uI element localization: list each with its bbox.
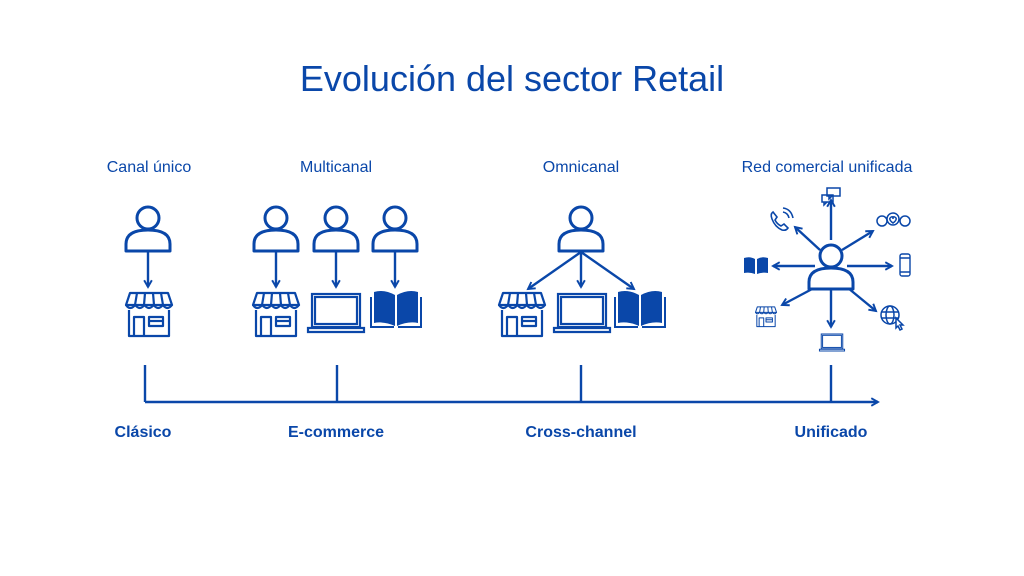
arrow	[526, 251, 582, 291]
stage-label-canal-unico: Canal único	[106, 159, 192, 176]
laptop-icon	[818, 333, 846, 352]
store-icon	[124, 291, 174, 338]
store-icon	[497, 291, 547, 338]
stage-canal-unico	[124, 205, 174, 338]
stage-label-multicanal: Multicanal	[299, 159, 373, 176]
laptop-icon	[306, 292, 366, 334]
laptop-icon	[552, 292, 612, 334]
chat-icon	[821, 187, 841, 207]
stage-label-red-unificada: Red comercial unificada	[741, 159, 913, 176]
page-title: Evolución del sector Retail	[299, 58, 725, 99]
phone-icon	[770, 207, 794, 232]
stage-omnicanal	[497, 205, 666, 338]
person-icon	[371, 205, 419, 253]
era-label-unificado: Unificado	[794, 424, 868, 441]
stage-multicanal	[251, 205, 422, 338]
social-icon	[876, 212, 911, 227]
person-icon	[124, 205, 172, 253]
person-icon	[312, 205, 360, 253]
mobile-icon	[899, 253, 911, 277]
stage-label-omnicanal: Omnicanal	[542, 159, 620, 176]
arrow	[780, 286, 815, 307]
book-icon	[614, 290, 666, 328]
arrow	[580, 251, 636, 291]
person-icon	[557, 205, 605, 253]
arrow	[847, 287, 878, 313]
timeline	[143, 365, 880, 407]
globe-icon	[880, 305, 905, 332]
person-icon	[252, 205, 300, 253]
store-icon	[754, 306, 778, 328]
era-label-ecommerce: E-commerce	[287, 424, 385, 441]
book-icon	[744, 257, 768, 274]
book-icon	[370, 290, 422, 328]
arrow	[841, 229, 875, 252]
era-label-cross-channel: Cross-channel	[525, 424, 637, 441]
arrow	[793, 225, 821, 251]
store-icon	[251, 291, 301, 338]
stage-red-unificada	[744, 187, 911, 352]
person-icon	[807, 243, 855, 291]
era-label-clasico: Clásico	[114, 424, 172, 441]
